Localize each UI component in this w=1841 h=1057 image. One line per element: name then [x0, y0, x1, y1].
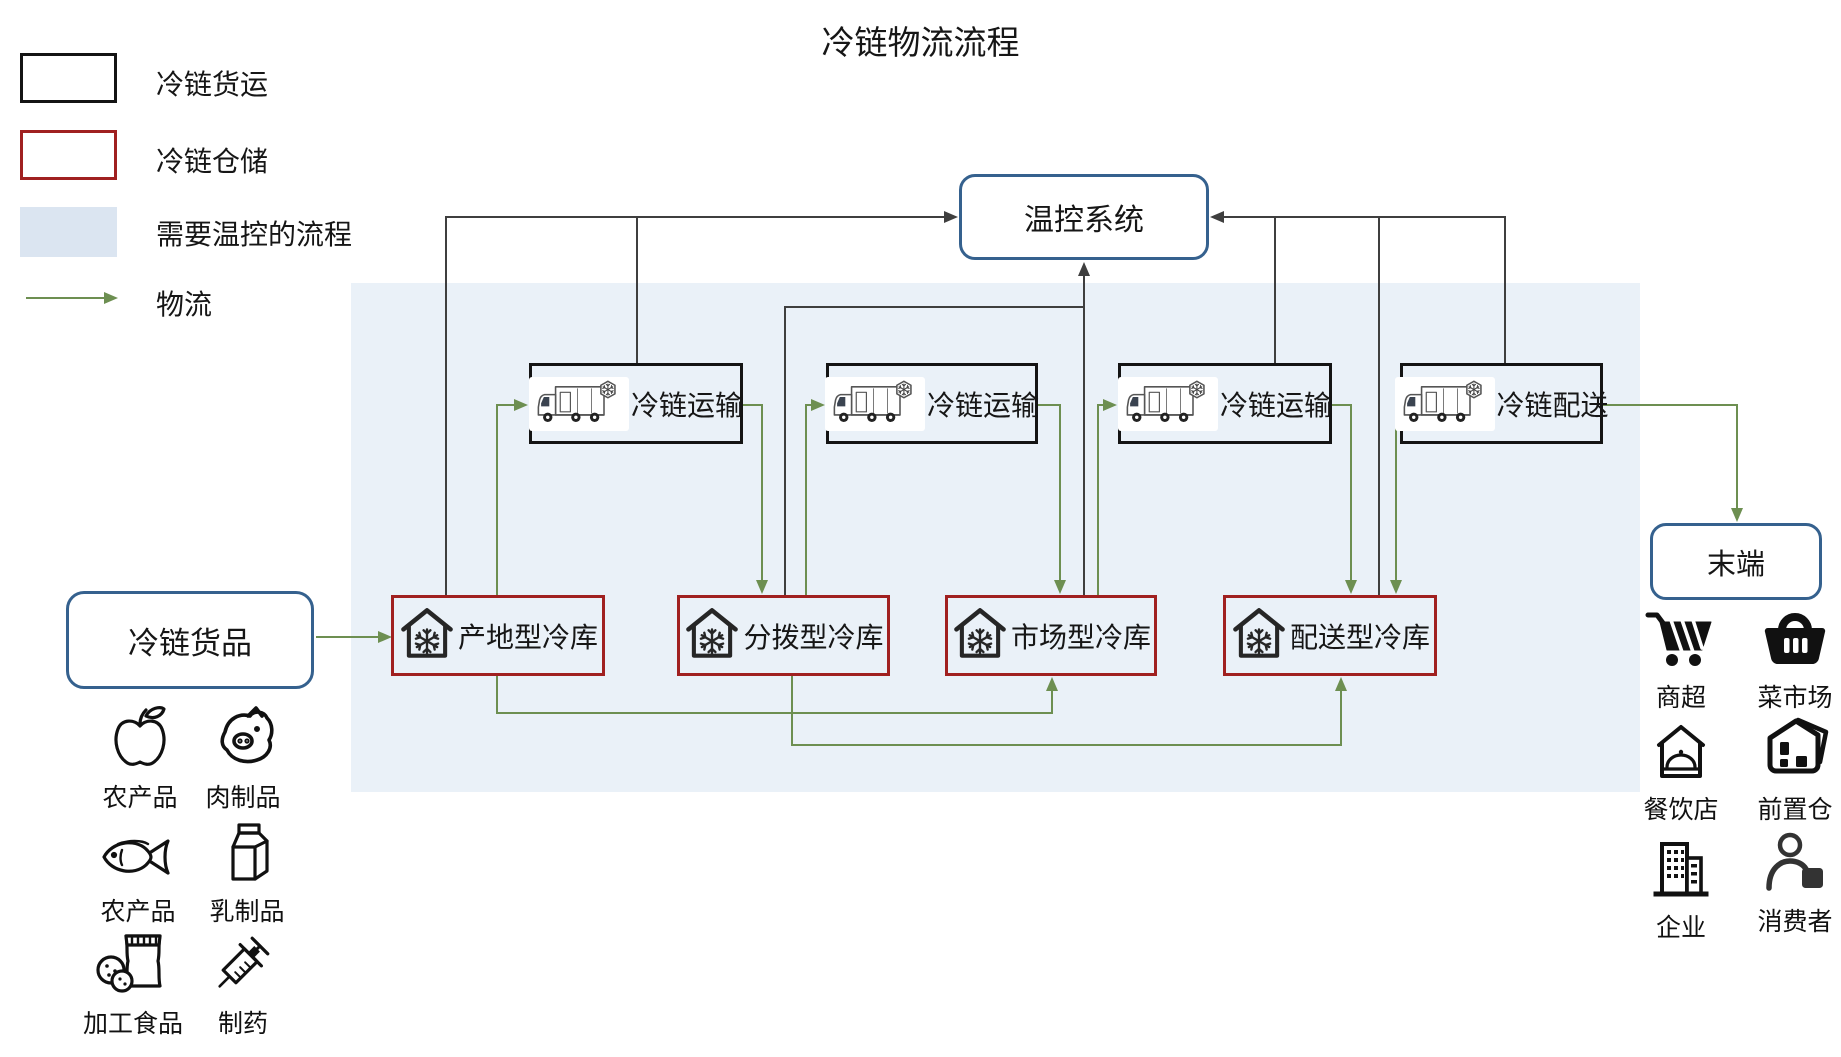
terminal-type-enterprise: 企业 [1626, 836, 1736, 944]
terminal-type-label: 消费者 [1757, 908, 1833, 936]
node-temp-control-system: 温控系统 [959, 174, 1209, 260]
front-warehouse-icon [1767, 717, 1829, 774]
goods-type-pharma: 制药 [188, 928, 298, 1040]
goods-type-processed-food: 加工食品 [58, 928, 208, 1040]
terminal-type-label: 企业 [1655, 914, 1706, 942]
goods-type-meat: 肉制品 [188, 704, 298, 814]
pig-icon [220, 706, 274, 764]
terminal-type-label: 菜市场 [1757, 684, 1833, 712]
node-cold-transport-3: 冷链运输 [1118, 363, 1332, 444]
milk-carton-icon [231, 823, 269, 881]
node-label: 冷链运输 [1220, 389, 1333, 421]
cold-house-icon [1230, 604, 1288, 667]
node-label: 冷链运输 [631, 389, 744, 421]
node-label: 冷链运输 [927, 389, 1040, 421]
node-market-cold-storage: 市场型冷库 [945, 595, 1157, 676]
goods-type-agricultural: 农产品 [85, 704, 195, 814]
temp-controlled-zone [351, 283, 1640, 792]
node-terminal: 末端 [1650, 523, 1822, 600]
node-distribution-cold-storage: 分拨型冷库 [677, 595, 890, 676]
terminal-type-consumer: 消费者 [1740, 830, 1841, 938]
refrigerated-truck-icon [1118, 376, 1218, 431]
snack-bag-icon [96, 934, 162, 993]
node-label: 冷链配送 [1496, 389, 1609, 421]
legend-storage-swatch [20, 130, 117, 180]
goods-type-label: 肉制品 [205, 784, 281, 812]
legend-logistics-label: 物流 [156, 289, 213, 320]
fish-icon [102, 839, 170, 875]
legend-storage-label: 冷链仓储 [156, 146, 269, 177]
goods-type-label: 乳制品 [209, 898, 285, 926]
node-cold-delivery: 冷链配送 [1394, 363, 1609, 444]
node-label: 产地型冷库 [457, 621, 598, 653]
restaurant-icon [1657, 725, 1705, 778]
cold-house-icon [951, 604, 1009, 667]
terminal-type-label: 商超 [1655, 684, 1706, 712]
terminal-type-label: 餐饮店 [1643, 796, 1719, 824]
node-label: 温控系统 [1024, 204, 1144, 237]
terminal-type-food-market: 菜市场 [1740, 602, 1841, 714]
node-label: 末端 [1706, 548, 1765, 581]
node-label: 配送型冷库 [1289, 621, 1430, 653]
refrigerated-truck-icon [529, 376, 629, 431]
goods-type-label: 制药 [217, 1010, 268, 1038]
legend-logistics-arrow-icon [26, 292, 118, 304]
page-title: 冷链物流流程 [821, 24, 1020, 61]
goods-type-label: 农产品 [100, 898, 176, 926]
node-label: 市场型冷库 [1010, 621, 1151, 653]
legend-freight-label: 冷链货运 [156, 69, 269, 100]
shopping-cart-icon [1645, 612, 1712, 666]
legend-temp-label: 需要温控的流程 [156, 219, 353, 250]
goods-type-dairy: 乳制品 [192, 820, 302, 928]
refrigerated-truck-icon [1394, 376, 1495, 431]
node-cold-transport-1: 冷链运输 [529, 363, 743, 444]
goods-type-aquatic: 农产品 [80, 826, 196, 928]
apple-icon [114, 706, 166, 766]
terminal-type-restaurant: 餐饮店 [1626, 718, 1736, 826]
node-origin-cold-storage: 产地型冷库 [391, 595, 605, 676]
syringe-icon [218, 936, 270, 988]
goods-type-label: 加工食品 [82, 1010, 183, 1038]
terminal-type-front-warehouse: 前置仓 [1740, 712, 1841, 826]
node-cold-transport-2: 冷链运输 [825, 363, 1040, 444]
terminal-type-supermarket: 商超 [1626, 608, 1736, 714]
cold-house-icon [398, 604, 456, 667]
terminal-type-label: 前置仓 [1757, 796, 1833, 824]
office-building-icon [1653, 842, 1709, 897]
node-cold-chain-goods: 冷链货品 [66, 591, 314, 689]
node-label: 冷链货品 [128, 625, 252, 661]
basket-icon [1764, 613, 1826, 665]
legend-temp-swatch [20, 207, 117, 257]
legend-freight-swatch [20, 53, 117, 103]
node-label: 分拨型冷库 [743, 621, 884, 653]
node-delivery-cold-storage: 配送型冷库 [1223, 595, 1437, 676]
cold-house-icon [683, 604, 741, 667]
consumer-icon [1766, 832, 1823, 891]
refrigerated-truck-icon [825, 376, 925, 431]
goods-type-label: 农产品 [102, 784, 178, 812]
